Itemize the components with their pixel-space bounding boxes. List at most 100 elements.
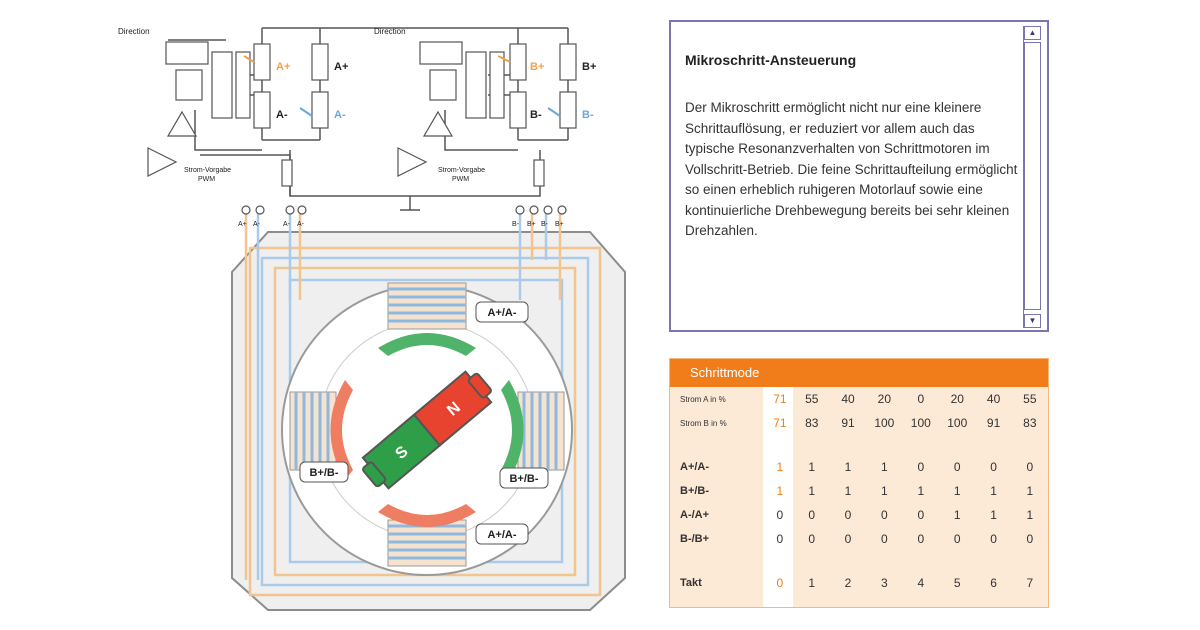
table-cell: 20	[950, 392, 964, 406]
table-cell: 100	[947, 416, 968, 430]
table-cell: 2	[844, 576, 852, 590]
table-cell: 0	[953, 460, 961, 474]
pole-left	[330, 380, 353, 480]
table-cell: 0	[990, 460, 997, 474]
info-scrollbar[interactable]: ▲ ▼	[1023, 26, 1041, 328]
table-cell: 91	[986, 416, 1001, 430]
table-cell: 1	[917, 484, 925, 498]
table-cell: 91	[841, 416, 855, 430]
table-row: Strom A in % 71 55 40 20 0 20 40 55	[676, 387, 1048, 411]
pole-bottom	[378, 504, 476, 527]
row-label: A+/A-	[680, 461, 710, 473]
terminal-label-b-1: B-	[512, 221, 520, 228]
transistor-label-a-minus: A-	[276, 109, 288, 121]
driver-b-logic	[419, 41, 505, 119]
table-cell: 1	[953, 484, 961, 498]
coil-label-top: A+/A-	[487, 307, 516, 319]
table-cell: 100	[874, 416, 895, 430]
row-label: B-/B+	[680, 533, 710, 545]
table-cell: 1	[844, 484, 852, 498]
table-cell: 1	[990, 508, 997, 522]
table-cell: 0	[808, 532, 816, 546]
table-cell: 0	[808, 508, 816, 522]
transistor-label-a-plus-2: A+	[334, 61, 348, 73]
table-spacer	[676, 551, 1048, 571]
terminal-label-b-2: B+	[527, 221, 536, 228]
table-cell: 3	[880, 576, 888, 590]
table-cell: 0	[917, 508, 925, 522]
row-label: Takt	[680, 577, 702, 589]
table-cell: 0	[880, 532, 888, 546]
table-cell: 4	[917, 576, 925, 590]
sense-resistors	[281, 159, 545, 187]
transistor-label-b-minus-2: B-	[582, 109, 594, 121]
row-label: A-/A+	[680, 509, 710, 521]
row-label: B+/B-	[680, 485, 710, 497]
terminal-label-a-1: A+	[238, 221, 247, 228]
table-cell: 1	[776, 460, 784, 474]
info-panel: Mikroschritt-Ansteuerung Der Mikroschrit…	[669, 20, 1049, 332]
scroll-thumb[interactable]	[1024, 42, 1041, 310]
table-cell: 0	[917, 532, 925, 546]
sense-caption-b-1: Strom-Vorgabe	[438, 167, 485, 174]
table-row: A-/A+ 0 0 0 0 0 1 1 1	[676, 503, 1048, 527]
table-cell: 6	[990, 576, 997, 590]
table-cell: 0	[880, 508, 888, 522]
scroll-up-icon[interactable]: ▲	[1024, 26, 1041, 40]
transistor-label-a-plus: A+	[276, 61, 290, 73]
terminal-label-a-2: A-	[253, 221, 261, 228]
table-cell: 40	[986, 392, 1001, 406]
step-mode-header: Schrittmode	[670, 359, 1048, 387]
coil-left	[289, 391, 337, 471]
table-cell: 1	[776, 484, 784, 498]
table-cell: 0	[1026, 460, 1034, 474]
table-cell: 1	[990, 484, 997, 498]
table-cell: 0	[990, 532, 997, 546]
table-cell: 1	[880, 484, 888, 498]
rotor-magnet: S N	[361, 370, 493, 490]
coil-label-left: B+/B-	[309, 467, 338, 479]
terminal-label-a-3: A-	[283, 221, 291, 228]
table-row: Strom B in % 71 83 91 100 100 100 91 83	[676, 411, 1048, 435]
scroll-down-icon[interactable]: ▼	[1024, 314, 1041, 328]
table-cell: 0	[1026, 532, 1034, 546]
table-cell: 0	[953, 532, 961, 546]
table-cell: 1	[808, 576, 816, 590]
table-cell: 0	[776, 576, 784, 590]
table-cell: 71	[773, 416, 787, 430]
terminal-label-a-4: A-	[297, 221, 305, 228]
transistor-label-b-plus-2: B+	[582, 61, 596, 73]
table-spacer	[676, 435, 1048, 455]
transistors	[253, 43, 577, 129]
motor-wiring	[244, 210, 602, 597]
sense-caption-a-2: PWM	[198, 176, 215, 183]
amplifiers	[147, 110, 454, 177]
direction-label-a: Direction	[118, 27, 150, 36]
terminals	[241, 205, 567, 215]
table-cell: 1	[808, 484, 816, 498]
table-cell: 40	[841, 392, 855, 406]
table-cell: 5	[953, 576, 961, 590]
table-cell: 55	[1023, 392, 1037, 406]
transistor-arrows	[243, 55, 561, 117]
table-row: B-/B+ 0 0 0 0 0 0 0 0	[676, 527, 1048, 551]
transistor-label-b-minus: B-	[530, 109, 542, 121]
coil-label-bottom: A+/A-	[487, 529, 516, 541]
direction-label-b: Direction	[374, 27, 406, 36]
row-label: Strom A in %	[680, 394, 726, 404]
pole-top	[378, 333, 476, 356]
table-cell: 0	[776, 532, 784, 546]
sense-caption-a-1: Strom-Vorgabe	[184, 167, 231, 174]
row-label: Strom B in %	[680, 418, 727, 428]
info-body: Mikroschritt-Ansteuerung Der Mikroschrit…	[685, 52, 1025, 242]
table-cell: 1	[953, 508, 961, 522]
table-cell: 0	[844, 532, 852, 546]
table-cell: 7	[1026, 576, 1034, 590]
table-cell: 83	[1023, 416, 1037, 430]
info-title: Mikroschritt-Ansteuerung	[685, 52, 857, 68]
sense-caption-b-2: PWM	[452, 176, 469, 183]
table-cell: 1	[808, 460, 816, 474]
table-cell: 71	[773, 392, 787, 406]
table-cell: 20	[877, 392, 892, 406]
table-cell: 55	[805, 392, 819, 406]
